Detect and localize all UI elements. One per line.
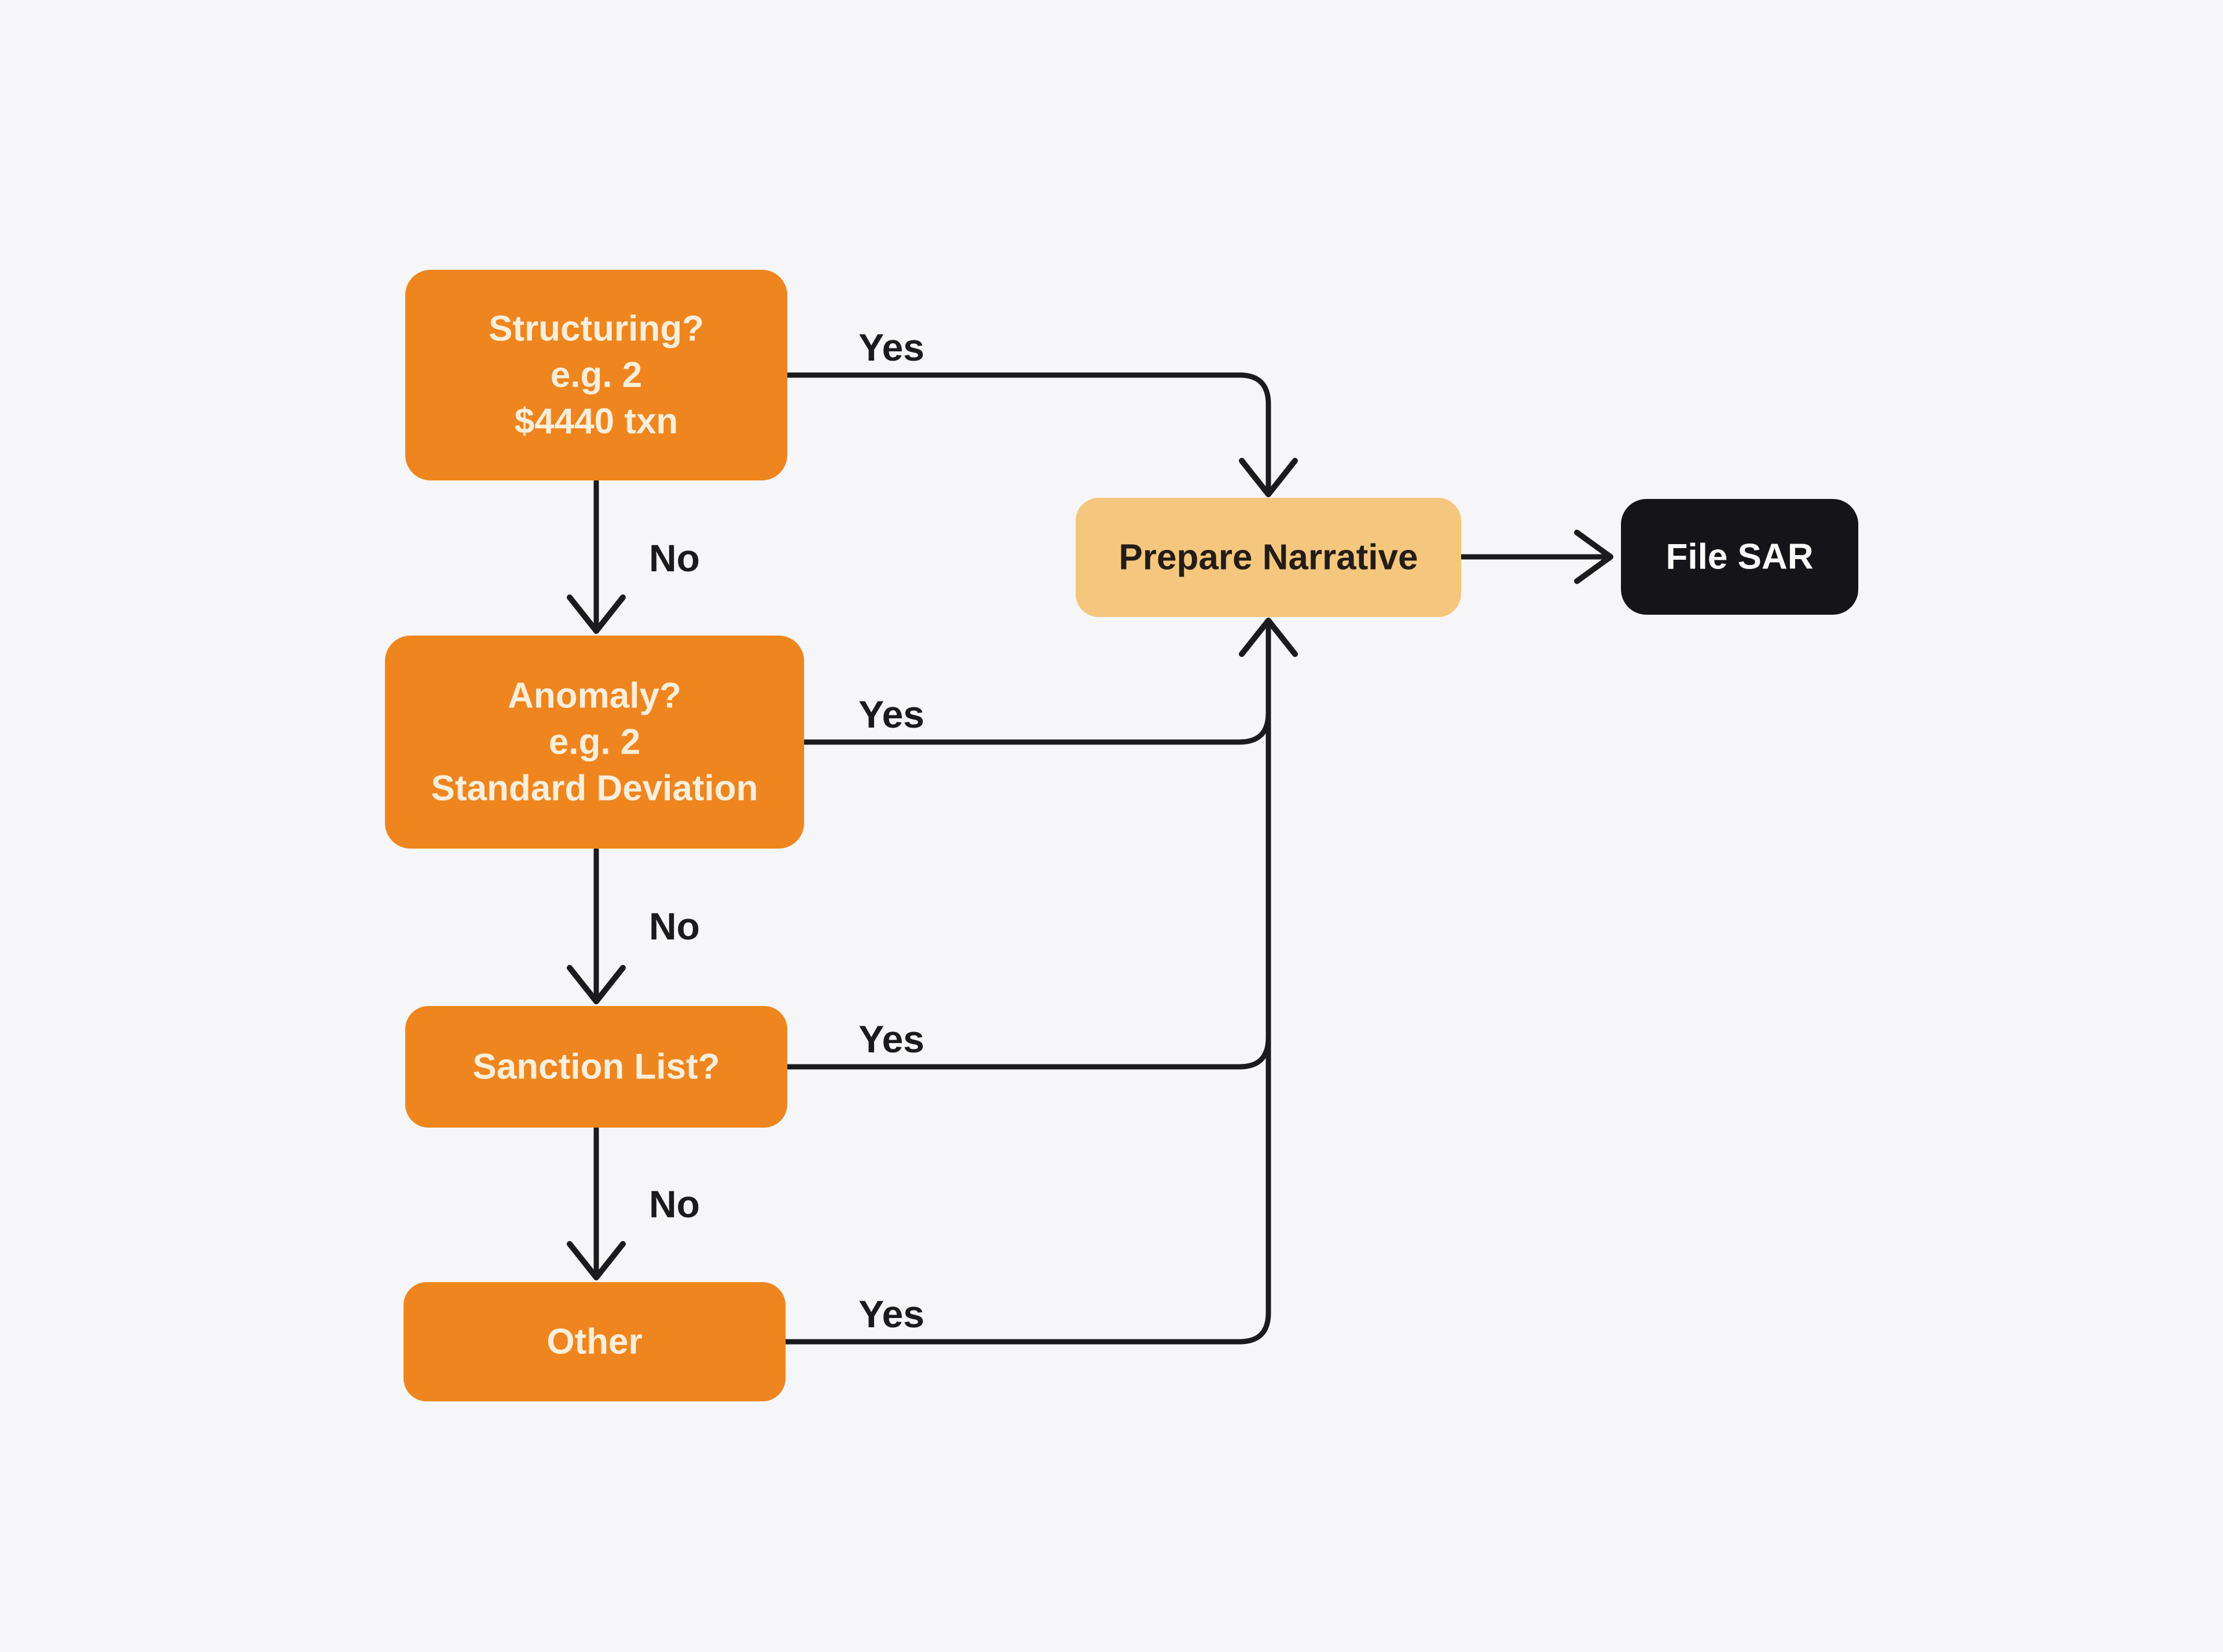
edge-label-structuring-yes: Yes xyxy=(859,326,925,369)
edge-label-group: Yes No Yes No Yes No Yes xyxy=(649,326,925,1335)
edge-prepare-to-filesar-arrowhead-icon xyxy=(1574,530,1613,584)
node-other: Other xyxy=(403,1282,786,1401)
edge-group xyxy=(567,372,1613,1345)
edge-sanction-no-arrowhead-icon xyxy=(567,1241,626,1280)
node-anomaly-box xyxy=(385,636,804,849)
node-anomaly: Anomaly? e.g. 2 Standard Deviation xyxy=(385,636,804,849)
node-anomaly-label-line2: e.g. 2 xyxy=(549,722,641,762)
node-prepare-narrative-box xyxy=(1076,498,1461,617)
node-structuring-label-line2: e.g. 2 xyxy=(551,355,643,395)
node-anomaly-label-line1: Anomaly? xyxy=(508,676,681,716)
edge-structuring-yes-line xyxy=(784,372,1271,494)
edge-label-structuring-no: No xyxy=(649,537,700,579)
edge-label-anomaly-no: No xyxy=(649,905,700,948)
node-structuring-box xyxy=(405,270,787,480)
edge-anomaly-no-arrowhead-icon xyxy=(567,965,626,1004)
edge-label-sanction-yes: Yes xyxy=(859,1018,925,1060)
node-file-sar-label: File SAR xyxy=(1666,537,1814,577)
node-other-label: Other xyxy=(546,1322,642,1362)
edge-trunk-arrowhead-icon xyxy=(1239,618,1298,657)
node-structuring-label-line1: Structuring? xyxy=(489,309,704,349)
node-anomaly-label-line3: Standard Deviation xyxy=(431,769,758,809)
node-prepare-narrative-label: Prepare Narrative xyxy=(1119,538,1418,578)
node-sanction-list: Sanction List? xyxy=(405,1006,787,1128)
edge-label-anomaly-yes: Yes xyxy=(859,693,925,736)
edge-label-other-yes: Yes xyxy=(859,1293,925,1335)
node-sanction-list-label: Sanction List? xyxy=(472,1047,720,1087)
node-sanction-list-box xyxy=(405,1006,787,1128)
node-file-sar: File SAR xyxy=(1621,499,1858,615)
node-structuring: Structuring? e.g. 2 $4440 txn xyxy=(405,270,787,480)
edge-label-sanction-no: No xyxy=(649,1183,700,1225)
edge-anomaly-yes-line xyxy=(801,710,1271,745)
edge-sanction-yes-line xyxy=(784,1035,1271,1070)
node-prepare-narrative: Prepare Narrative xyxy=(1076,498,1461,617)
node-structuring-label-line3: $4440 txn xyxy=(515,402,678,442)
node-file-sar-box xyxy=(1621,499,1858,615)
edge-other-yes-trunk-line xyxy=(783,621,1271,1345)
edge-structuring-yes-arrowhead-icon xyxy=(1239,458,1298,497)
edge-structuring-no-arrowhead-icon xyxy=(567,594,626,634)
node-other-box xyxy=(403,1282,786,1401)
